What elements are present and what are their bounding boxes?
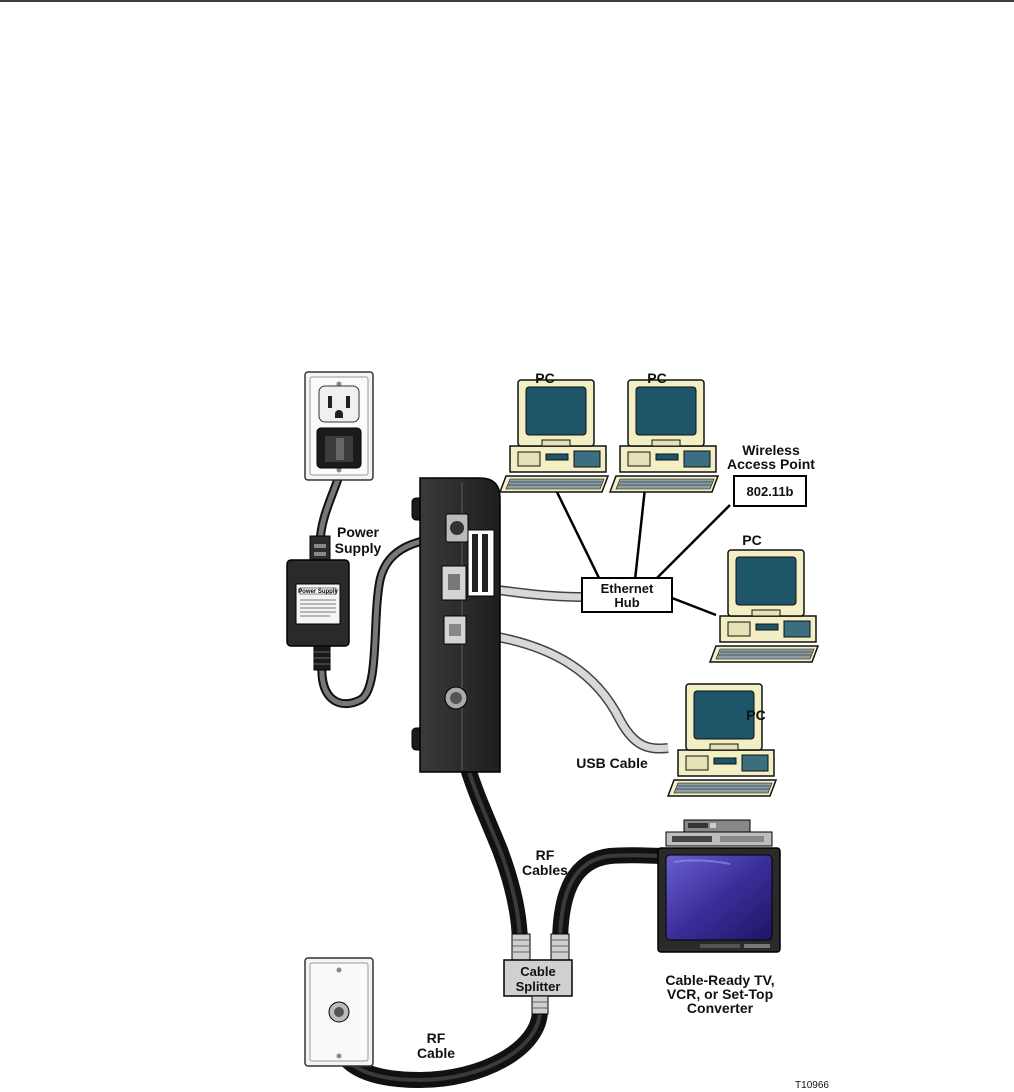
wall-plate-screw-icon xyxy=(336,967,342,973)
pc-2-label: PC xyxy=(647,370,666,386)
wireless-standard: 802.11b xyxy=(747,484,794,499)
power-supply: Power Supply xyxy=(286,535,350,671)
outlet-screw-icon xyxy=(336,467,342,473)
wall-plate-screw-icon xyxy=(336,1053,342,1059)
pc-4-icon xyxy=(667,683,777,797)
pc-2-icon xyxy=(609,379,719,493)
ethernet-hub-label-1: Ethernet xyxy=(601,581,654,596)
pc-3-label: PC xyxy=(742,532,761,548)
power-supply-label-2: Supply xyxy=(335,540,382,556)
figure-id: T10966 xyxy=(795,1080,829,1091)
pc-1-label: PC xyxy=(535,370,554,386)
rf-cable-tv xyxy=(552,847,666,946)
ethernet-line-pc1 xyxy=(553,487,602,581)
ethernet-line-pc3 xyxy=(671,596,717,617)
wireless-label-2: Access Point xyxy=(727,456,815,472)
ethernet-line-wap xyxy=(654,504,731,581)
wireless-access-point-box xyxy=(733,475,807,507)
power-supply-label-1: Power xyxy=(337,524,380,540)
rf-cable-label-2: Cable xyxy=(417,1045,455,1061)
usb-cable-label: USB Cable xyxy=(576,755,648,771)
pc-1-icon xyxy=(499,379,609,493)
cable-splitter-label-1: Cable xyxy=(520,964,555,979)
cable-modem xyxy=(411,477,501,773)
tv-label-1: Cable-Ready TV, xyxy=(665,972,774,988)
tv-set xyxy=(657,819,781,953)
pc-3-icon xyxy=(709,549,819,663)
rf-cable-label-1: RF xyxy=(427,1030,446,1046)
wireless-label-1: Wireless xyxy=(742,442,800,458)
pc-4-label: PC xyxy=(746,707,765,723)
cable-splitter-label-2: Splitter xyxy=(516,979,561,994)
port-label-strip xyxy=(467,529,495,597)
ethernet-hub-box xyxy=(581,577,673,613)
ethernet-line-pc2 xyxy=(633,487,647,581)
vcr-icon xyxy=(665,831,773,847)
tv-label-2: VCR, or Set-Top xyxy=(667,986,773,1002)
rf-cables-label-2: Cables xyxy=(522,862,568,878)
tv-label-3: Converter xyxy=(687,1000,754,1016)
power-outlet xyxy=(304,371,374,481)
coax-wall-plate xyxy=(304,957,374,1067)
power-supply-sticker: Power Supply xyxy=(298,589,338,595)
outlet-screw-icon xyxy=(336,381,342,387)
cable-splitter xyxy=(503,933,573,1015)
rf-cables-label-1: RF xyxy=(536,847,555,863)
ethernet-hub-label-2: Hub xyxy=(614,595,639,610)
